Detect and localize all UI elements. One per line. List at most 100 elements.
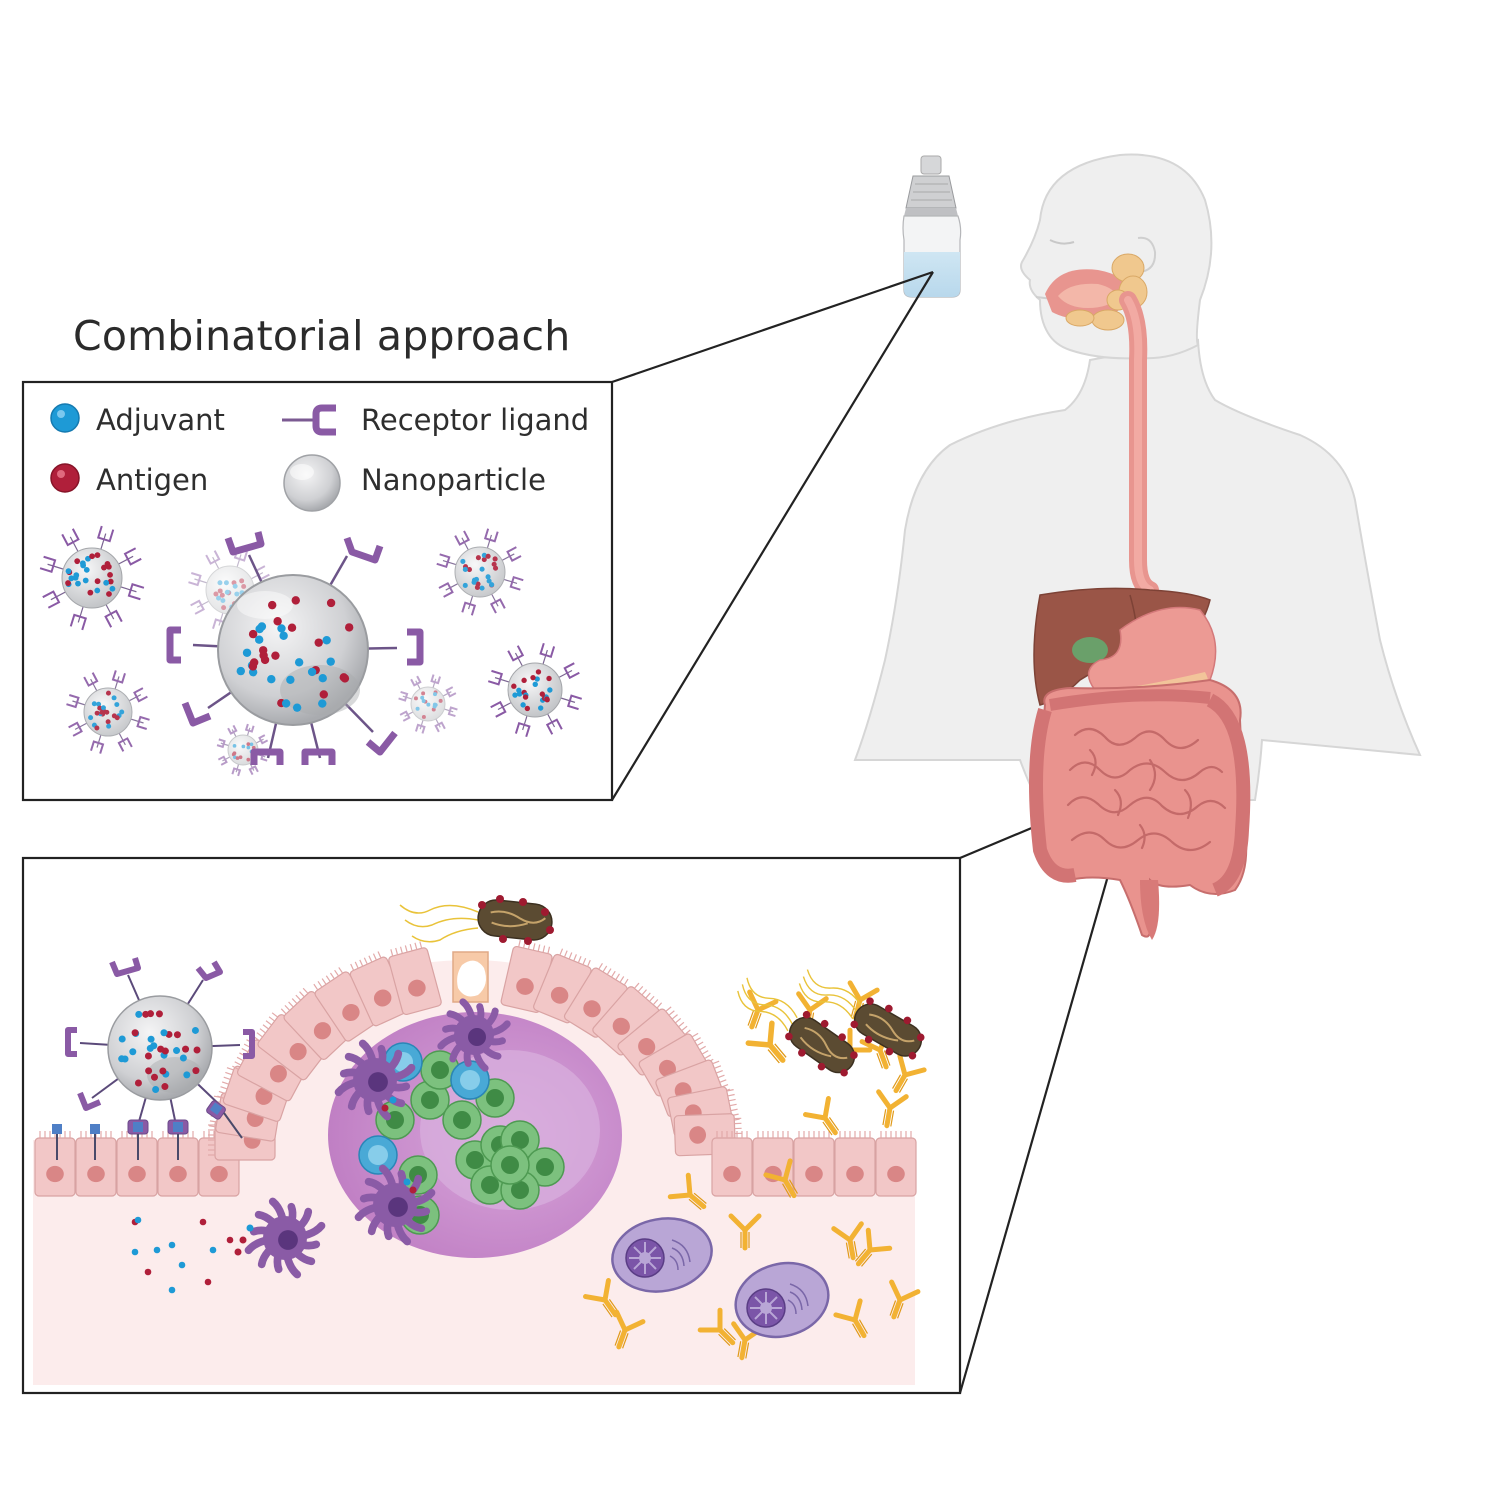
- adjuvant-dot: [547, 687, 553, 693]
- antigen-dot: [235, 756, 240, 760]
- adjuvant-dot: [100, 705, 106, 711]
- antigen-dot: [99, 709, 105, 715]
- adjuvant-dot: [131, 1248, 139, 1256]
- epithelial-cell: [834, 1131, 876, 1197]
- dendritic-cell: [334, 1039, 416, 1121]
- adjuvant-dot: [286, 675, 295, 685]
- adjuvant-dot: [479, 585, 485, 591]
- bacterium-on-m-cell: [399, 895, 554, 945]
- antigen-dot: [413, 696, 418, 701]
- antibody: [747, 989, 779, 1030]
- antigen-dot: [131, 1029, 139, 1037]
- adjuvant-dot: [481, 552, 487, 558]
- antigen-dot: [94, 578, 101, 585]
- adjuvant-dot: [220, 598, 226, 604]
- adjuvant-dot: [234, 591, 240, 597]
- antigen-dot: [546, 675, 552, 682]
- adjuvant-dot: [88, 715, 94, 721]
- antigen-dot: [106, 591, 112, 597]
- antigen-dot: [485, 553, 491, 559]
- adjuvant-dot: [534, 676, 540, 682]
- adjuvant-dot: [389, 1096, 397, 1104]
- legend-label-antigen: Antigen: [96, 463, 209, 497]
- bacteria: [737, 969, 925, 1077]
- antigen-dot: [259, 651, 268, 660]
- antigen-dot: [204, 1278, 212, 1286]
- epithelial-cell: [875, 1131, 917, 1197]
- antigen-dot: [226, 1236, 234, 1244]
- epithelial-cell: [280, 987, 352, 1061]
- antigen-dot: [107, 571, 113, 578]
- antigen-dot: [74, 558, 81, 565]
- adjuvant-dot: [307, 667, 317, 677]
- adjuvant-dot: [267, 675, 276, 684]
- adjuvant-dot: [471, 579, 477, 585]
- antigen-dot: [97, 705, 103, 711]
- antibody: [697, 1307, 736, 1346]
- adjuvant-dot: [109, 585, 116, 592]
- antigen-dot: [94, 710, 100, 716]
- legend-nanoparticle-icon: [283, 454, 341, 512]
- antigen-dot: [173, 1031, 181, 1039]
- human-body-illustration: [853, 153, 1422, 940]
- adjuvant-dot: [281, 699, 291, 708]
- antigen-dot: [421, 691, 426, 696]
- dendritic-cell: [437, 998, 511, 1072]
- antigen-dot: [104, 709, 110, 715]
- adjuvant-dot: [432, 704, 437, 709]
- small-nanoparticle: [436, 528, 524, 616]
- small-nanoparticles: [39, 525, 583, 777]
- epithelial-cell: [349, 951, 410, 1027]
- adjuvant-dot: [318, 699, 327, 708]
- antigen-dot: [491, 561, 497, 567]
- adjuvant-dot: [72, 574, 79, 581]
- antigen-dot: [134, 1079, 142, 1087]
- adjuvant-dot: [479, 566, 485, 572]
- antigen-dot: [239, 578, 245, 584]
- antigen-dot: [241, 583, 247, 589]
- legend-label-nanoparticle: Nanoparticle: [361, 463, 546, 497]
- adjuvant-dot: [178, 1261, 186, 1269]
- antibody: [614, 1309, 646, 1350]
- antibody: [728, 1213, 762, 1251]
- antigen-dot: [221, 605, 227, 611]
- antigen-dot: [231, 580, 237, 586]
- adjuvant-dot: [277, 624, 286, 633]
- adjuvant-dot: [462, 582, 468, 588]
- adjuvant-dot: [75, 580, 81, 587]
- antigen-dot: [246, 757, 251, 762]
- adjuvant-dot: [135, 1010, 143, 1018]
- plasma-cells: [611, 1217, 830, 1339]
- adjuvant-dot: [322, 636, 331, 645]
- antigen-dot: [231, 752, 236, 757]
- adjuvant-dot: [217, 580, 223, 586]
- adjuvant-dot: [232, 583, 238, 589]
- adjuvant-dot: [537, 705, 544, 711]
- adjuvant-dot: [118, 1035, 126, 1043]
- antigen-dot: [535, 669, 542, 675]
- dendritic-cell: [354, 1164, 436, 1246]
- epithelial-cell: [793, 1131, 835, 1197]
- antigen-dot: [474, 584, 480, 591]
- adjuvant-dot: [257, 622, 267, 631]
- adjuvant-dot: [294, 658, 304, 667]
- legend-adjuvant-icon: [50, 403, 80, 433]
- adjuvant-dot: [241, 744, 246, 749]
- antigen-dot: [107, 578, 114, 585]
- antigen-dot: [114, 715, 120, 721]
- adjuvant-dot: [168, 1286, 176, 1294]
- page-title: Combinatorial approach: [73, 312, 571, 360]
- adjuvant-dot: [223, 580, 229, 586]
- antigen-dot: [147, 1010, 155, 1018]
- adjuvant-dot: [246, 1224, 254, 1232]
- antigen-dot: [238, 755, 243, 760]
- epithelial-cell: [617, 1006, 691, 1076]
- antigen-dot: [89, 553, 95, 560]
- antigen-dot: [217, 588, 223, 594]
- adjuvant-dot: [179, 1054, 187, 1062]
- adjuvant-dot: [191, 1026, 199, 1034]
- antigen-dot: [249, 658, 259, 667]
- adjuvant-dot: [103, 579, 110, 586]
- adjuvant-dot: [111, 695, 117, 701]
